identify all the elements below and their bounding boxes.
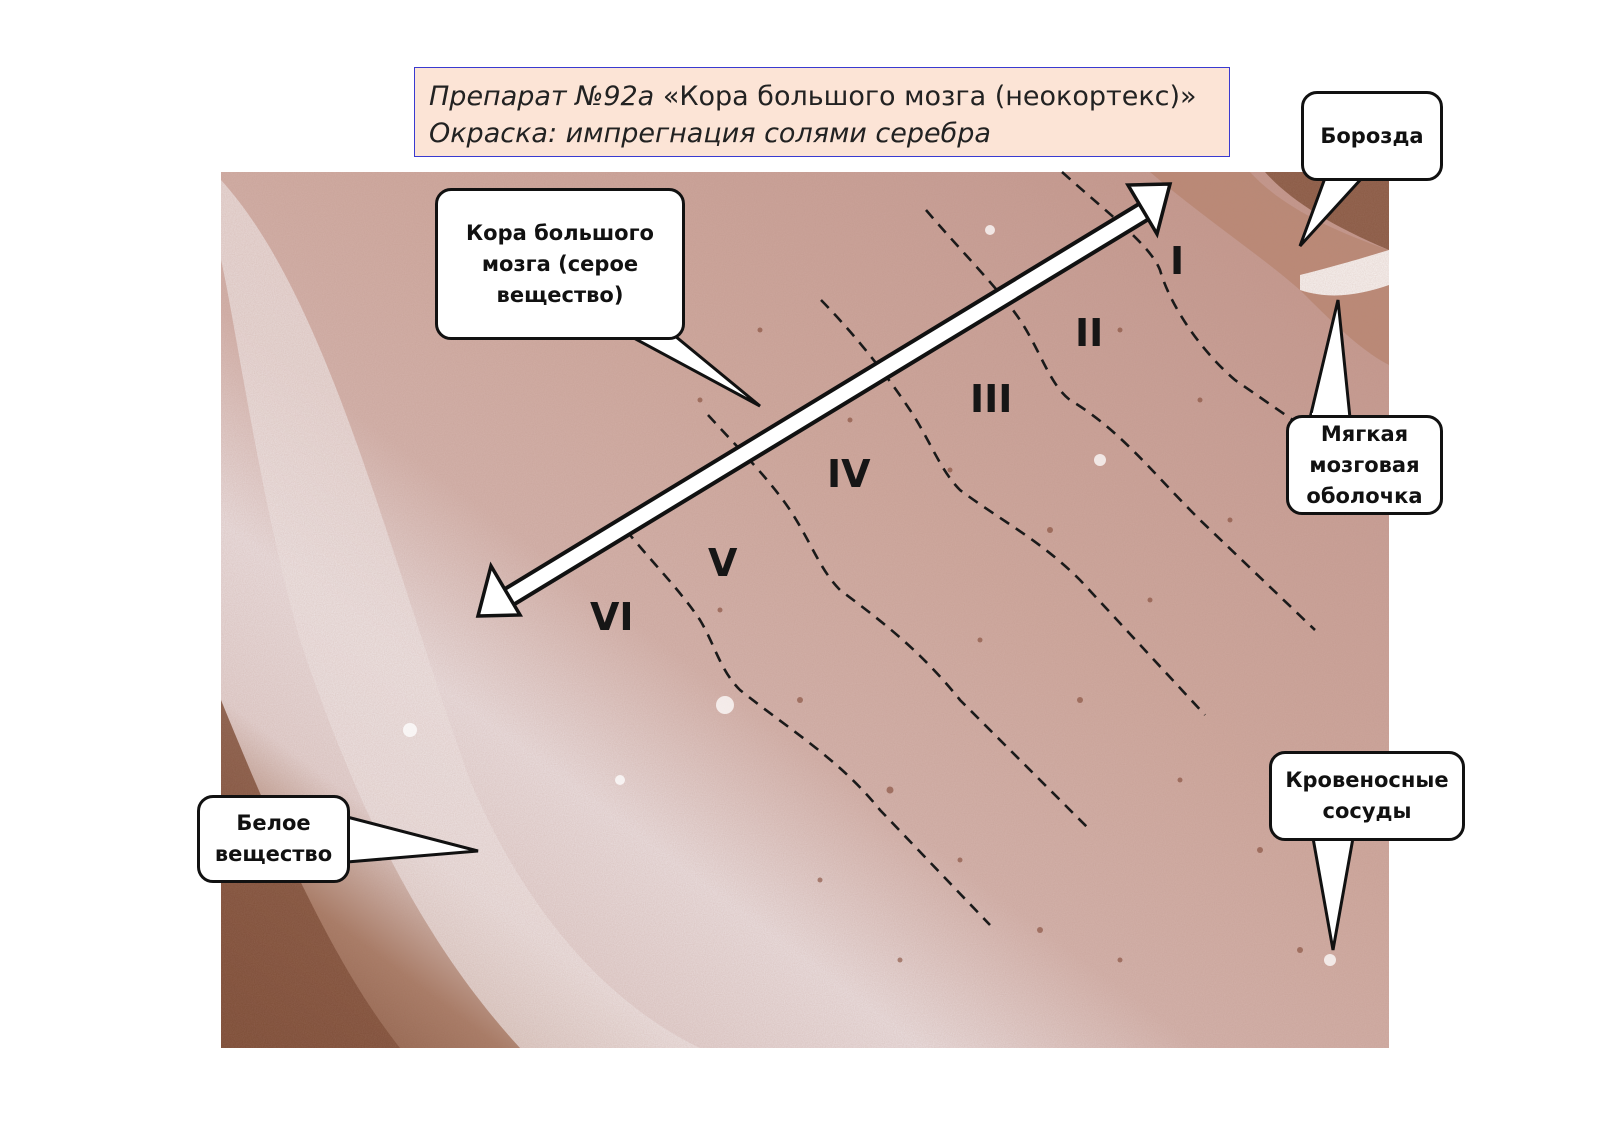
layer-label-IV: IV	[827, 452, 871, 496]
title-line-1: Препарат №92а «Кора большого мозга (неок…	[429, 78, 1215, 115]
layer-boundaries	[624, 171, 1316, 926]
specimen-name: «Кора большого мозга (неокортекс)»	[662, 81, 1197, 112]
stain-method: Окраска: импрегнация солями серебра	[429, 118, 991, 149]
callout-blood-vessels: Кровеносные сосуды	[1269, 751, 1465, 841]
boundary-II-III	[925, 209, 1316, 631]
boundary-III-IV	[820, 299, 1206, 716]
layer-label-VI: VI	[590, 595, 634, 639]
cortex-thickness-arrow	[475, 182, 1173, 618]
boundary-I-II	[1061, 171, 1301, 427]
specimen-title-box: Препарат №92а «Кора большого мозга (неок…	[414, 67, 1230, 157]
callout-white-matter: Белое вещество	[197, 795, 350, 883]
layer-label-V: V	[708, 541, 738, 585]
layer-label-II: II	[1075, 311, 1104, 355]
specimen-label: Препарат №92а	[429, 81, 655, 112]
layer-label-III: III	[970, 377, 1013, 421]
callout-pointers	[345, 176, 1366, 951]
layer-label-I: I	[1170, 239, 1185, 283]
tissue-background	[221, 172, 1389, 1048]
callout-pia-mater: Мягкая мозговая оболочка	[1286, 415, 1443, 515]
boundary-IV-V	[707, 414, 1091, 831]
callout-sulcus: Борозда	[1301, 91, 1443, 181]
boundary-V-VI	[624, 529, 991, 926]
callout-cortex: Кора большого мозга (серое вещество)	[435, 188, 685, 340]
